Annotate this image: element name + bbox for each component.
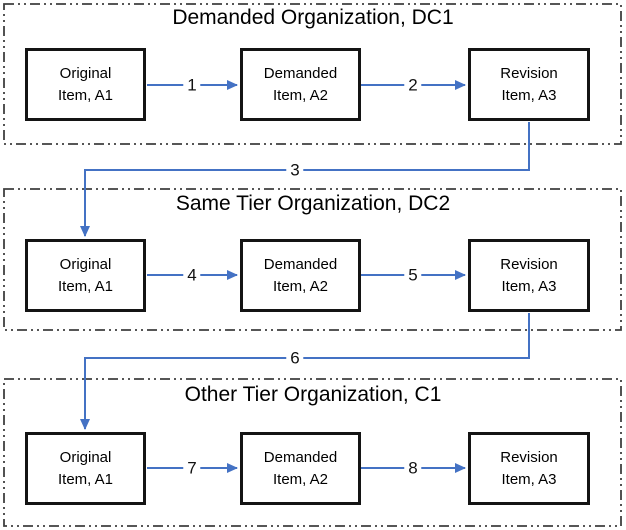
edge-label-1: 1 [183, 75, 201, 95]
box-dc2-original-item: Original Item, A1 [25, 239, 146, 312]
box-label-line: Revision [500, 64, 558, 82]
section-border-dc2 [3, 188, 622, 331]
edge-label-4: 4 [183, 265, 201, 285]
box-label-line: Demanded [263, 255, 338, 273]
edge-label-7: 7 [183, 458, 201, 478]
box-label-line: Item, A2 [272, 86, 329, 104]
box-label-line: Item, A2 [272, 277, 329, 295]
box-c1-original-item: Original Item, A1 [25, 432, 146, 505]
box-label-line: Revision [500, 448, 558, 466]
edge-line-6 [80, 313, 530, 430]
section-title-dc1: Demanded Organization, DC1 [172, 6, 454, 29]
edge-label-6: 6 [286, 348, 304, 368]
section-title-c1: Other Tier Organization, C1 [184, 383, 442, 406]
section-border-dc1 [3, 3, 622, 145]
edge-label-3: 3 [286, 160, 304, 180]
section-border-c1 [3, 378, 622, 527]
box-label-line: Revision [500, 255, 558, 273]
box-dc1-revision-item: Revision Item, A3 [468, 48, 590, 121]
box-label-line: Item, A1 [57, 277, 114, 295]
box-dc2-revision-item: Revision Item, A3 [468, 239, 590, 312]
edge-line-3 [80, 122, 530, 237]
box-dc1-original-item: Original Item, A1 [25, 48, 146, 121]
box-label-line: Item, A3 [501, 470, 557, 488]
box-dc1-demanded-item: Demanded Item, A2 [240, 48, 361, 121]
box-label-line: Item, A1 [57, 86, 114, 104]
edge-label-8: 8 [404, 458, 422, 478]
edge-label-5: 5 [404, 265, 422, 285]
box-c1-revision-item: Revision Item, A3 [468, 432, 590, 505]
box-label-line: Item, A3 [501, 86, 557, 104]
box-label-line: Original [59, 64, 112, 82]
box-label-line: Original [59, 255, 112, 273]
box-label-line: Demanded [263, 64, 338, 82]
section-title-dc2: Same Tier Organization, DC2 [175, 192, 451, 215]
box-label-line: Item, A3 [501, 277, 557, 295]
box-dc2-demanded-item: Demanded Item, A2 [240, 239, 361, 312]
box-label-line: Item, A1 [57, 470, 114, 488]
box-label-line: Demanded [263, 448, 338, 466]
box-c1-demanded-item: Demanded Item, A2 [240, 432, 361, 505]
box-label-line: Item, A2 [272, 470, 329, 488]
box-label-line: Original [59, 448, 112, 466]
edge-label-2: 2 [404, 75, 422, 95]
